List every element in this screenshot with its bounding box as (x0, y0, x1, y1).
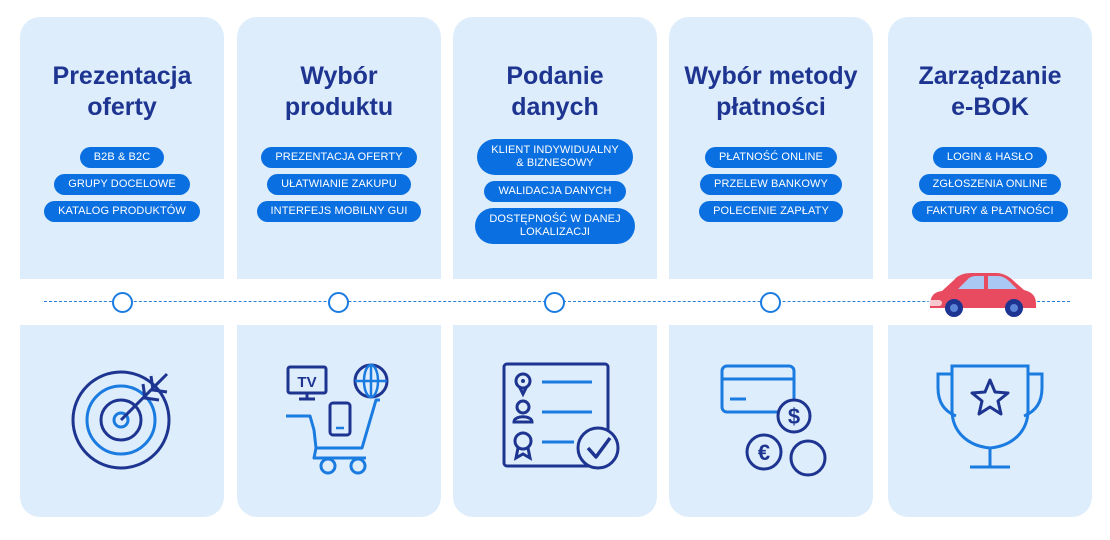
step-title: Podanie danych (506, 62, 604, 121)
tag-list: LOGIN & HASŁO ZGŁOSZENIA ONLINE FAKTURY … (888, 147, 1092, 222)
target-icon (69, 368, 179, 476)
car-icon (926, 270, 1038, 320)
tag-list: KLIENT INDYWIDUALNY & BIZNESOWY WALIDACJ… (453, 139, 657, 244)
tag-list: PŁATNOŚĆ ONLINE PRZELEW BANKOWY POLECENI… (669, 147, 873, 222)
step-title: Wybór produktu (284, 62, 394, 121)
trophy-icon (934, 360, 1046, 472)
timeline-dot (328, 292, 349, 313)
svg-text:€: € (758, 440, 770, 465)
timeline-dot (112, 292, 133, 313)
svg-text:$: $ (788, 404, 800, 429)
timeline-dot (544, 292, 565, 313)
tag-pill: INTERFEJS MOBILNY GUI (256, 201, 422, 222)
tag-pill: LOGIN & HASŁO (932, 147, 1048, 168)
tag-pill: UŁATWIANIE ZAKUPU (267, 174, 411, 195)
tv-label: TV (297, 374, 316, 391)
step-title: Zarządzanie e-BOK (918, 62, 1062, 121)
step-card-3: Podanie danych KLIENT INDYWIDUALNY & BIZ… (453, 17, 657, 279)
step-icon-panel-3 (453, 325, 657, 517)
tag-list: PREZENTACJA OFERTY UŁATWIANIE ZAKUPU INT… (237, 147, 441, 222)
step-card-1: Prezentacja oferty B2B & B2C GRUPY DOCEL… (20, 17, 224, 279)
step-card-5: Zarządzanie e-BOK LOGIN & HASŁO ZGŁOSZEN… (888, 17, 1092, 279)
form-check-icon (502, 362, 624, 472)
tag-pill: PREZENTACJA OFERTY (261, 147, 417, 168)
tag-pill: B2B & B2C (79, 147, 165, 168)
step-icon-panel-4 (669, 325, 873, 517)
tag-list: B2B & B2C GRUPY DOCELOWE KATALOG PRODUKT… (20, 147, 224, 222)
tag-pill: FAKTURY & PŁATNOŚCI (912, 201, 1068, 222)
tag-pill: GRUPY DOCELOWE (54, 174, 190, 195)
tag-pill: ZGŁOSZENIA ONLINE (918, 174, 1062, 195)
shopping-cart-icon: TV (284, 360, 394, 476)
tag-pill: KATALOG PRODUKTÓW (44, 201, 200, 222)
step-icon-panel-2 (237, 325, 441, 517)
tag-pill: WALIDACJA DANYCH (484, 181, 626, 202)
step-title: Wybór metody płatności (684, 62, 858, 121)
tag-pill: POLECENIE ZAPŁATY (699, 201, 843, 222)
tag-pill: PŁATNOŚĆ ONLINE (705, 147, 837, 168)
step-card-4: Wybór metody płatności PŁATNOŚĆ ONLINE P… (669, 17, 873, 279)
timeline-dot (760, 292, 781, 313)
tag-pill: PRZELEW BANKOWY (700, 174, 842, 195)
step-icon-panel-5 (888, 325, 1092, 517)
tag-pill: DOSTĘPNOŚĆ W DANEJ LOKALIZACJI (475, 208, 635, 244)
step-title: Prezentacja oferty (52, 62, 192, 121)
tag-pill: KLIENT INDYWIDUALNY & BIZNESOWY (477, 139, 633, 175)
step-card-2: Wybór produktu PREZENTACJA OFERTY UŁATWI… (237, 17, 441, 279)
payment-icon: $ € (720, 362, 830, 478)
